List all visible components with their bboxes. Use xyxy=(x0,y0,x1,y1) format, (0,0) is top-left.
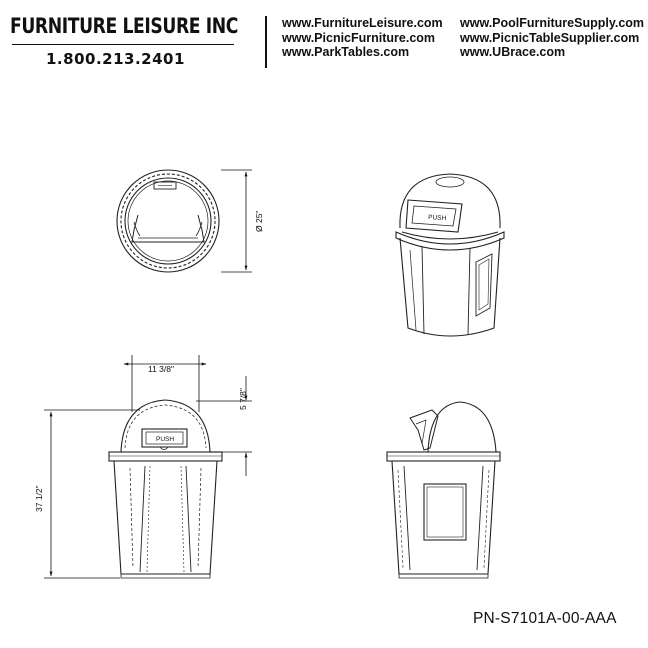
lid-width-dimension xyxy=(123,355,207,412)
website-links-column-2: www.PoolFurnitureSupply.com www.PicnicTa… xyxy=(460,16,644,60)
side-view xyxy=(386,401,501,579)
dome-height-dimension xyxy=(196,376,252,476)
header-divider xyxy=(265,16,267,68)
top-view xyxy=(116,169,220,273)
front-view: PUSH xyxy=(108,399,223,579)
website-link[interactable]: www.UBrace.com xyxy=(460,45,566,59)
website-link[interactable]: www.PoolFurnitureSupply.com xyxy=(460,16,645,30)
website-link[interactable]: www.FurnitureLeisure.com xyxy=(282,16,443,30)
part-number: PN-S7101A-00-AAA xyxy=(473,610,617,627)
website-link[interactable]: www.PicnicTableSupplier.com xyxy=(460,30,640,45)
lid-width-label: 11 3/8" xyxy=(148,364,174,374)
website-link[interactable]: www.PicnicFurniture.com xyxy=(282,30,436,45)
dome-height-label: 5 7/8" xyxy=(238,388,248,410)
push-label-front: PUSH xyxy=(156,436,174,443)
website-link[interactable]: www.ParkTables.com xyxy=(282,45,410,59)
push-label-isometric: PUSH xyxy=(428,214,447,222)
header-underline xyxy=(12,44,234,45)
total-height-dimension xyxy=(44,409,140,579)
website-links-column-1: www.FurnitureLeisure.com www.PicnicFurni… xyxy=(282,16,443,60)
diameter-dimension xyxy=(221,169,252,273)
phone-number: 1.800.213.2401 xyxy=(46,50,185,68)
diameter-label: Ø 25" xyxy=(254,211,264,232)
isometric-view: PUSH xyxy=(395,173,505,337)
total-height-label: 37 1/2" xyxy=(34,485,44,512)
